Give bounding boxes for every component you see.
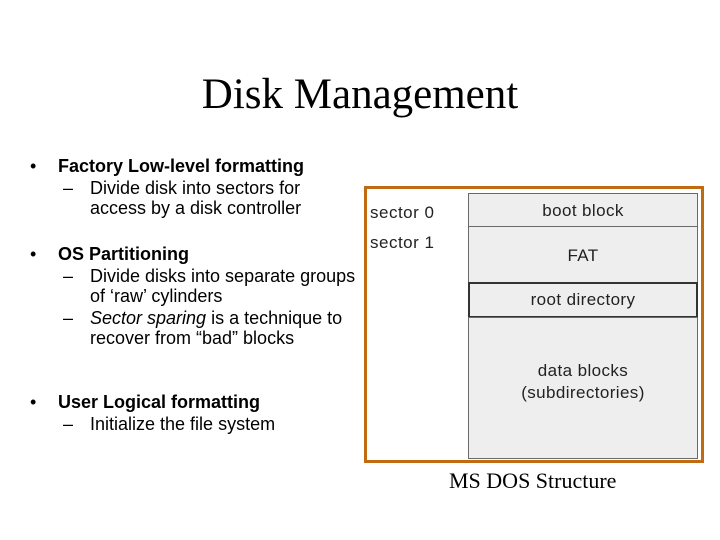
- bullet-2-sub-1-text: Divide disks into separate groups of ‘ra…: [90, 266, 356, 306]
- dash: –: [63, 308, 74, 328]
- bullet-3-sub-1: – Initialize the file system: [63, 414, 360, 434]
- bullet-1-text: Factory Low-level formatting: [58, 156, 305, 176]
- dash: –: [63, 178, 74, 198]
- bullet-2: • OS Partitioning – Divide disks into se…: [30, 244, 360, 348]
- bullet-1-sub-1-text: Divide disk into sectors for access by a…: [90, 178, 302, 218]
- sub-2-rest: is a technique to recover from “bad” blo…: [90, 308, 343, 348]
- fat-block: FAT: [468, 226, 698, 283]
- data-blocks-block: data blocks (subdirectories): [468, 317, 698, 459]
- bullet-2-sub-2: – Sector sparing is a technique to recov…: [63, 308, 360, 348]
- diagram-caption: MS DOS Structure: [449, 468, 617, 493]
- bullet-1-sub-1: – Divide disk into sectors for access by…: [63, 178, 360, 218]
- bullet-2-sub-2-text: Sector sparing is a technique to recover…: [90, 308, 360, 348]
- page-title: Disk Management: [201, 71, 519, 118]
- dash: –: [63, 414, 74, 434]
- bullet-dot: •: [30, 244, 37, 264]
- sector-1-label: sector 1: [370, 233, 435, 252]
- bullet-1: • Factory Low-level formatting – Divide …: [30, 156, 360, 218]
- diagram-frame: [364, 186, 704, 463]
- sector-0-label: sector 0: [370, 203, 435, 222]
- root-directory-block: root directory: [468, 282, 698, 318]
- bullet-3-text: User Logical formatting: [58, 392, 261, 412]
- italic-term: Sector sparing: [90, 308, 207, 328]
- bullet-3-sub-1-text: Initialize the file system: [90, 414, 276, 434]
- bullet-dot: •: [30, 156, 37, 176]
- bullet-3: • User Logical formatting – Initialize t…: [30, 392, 360, 434]
- bullet-2-sub-1: – Divide disks into separate groups of ‘…: [63, 266, 360, 306]
- bullet-dot: •: [30, 392, 37, 412]
- dash: –: [63, 266, 74, 286]
- bullet-2-text: OS Partitioning: [58, 244, 190, 264]
- boot-block: boot block: [468, 193, 698, 227]
